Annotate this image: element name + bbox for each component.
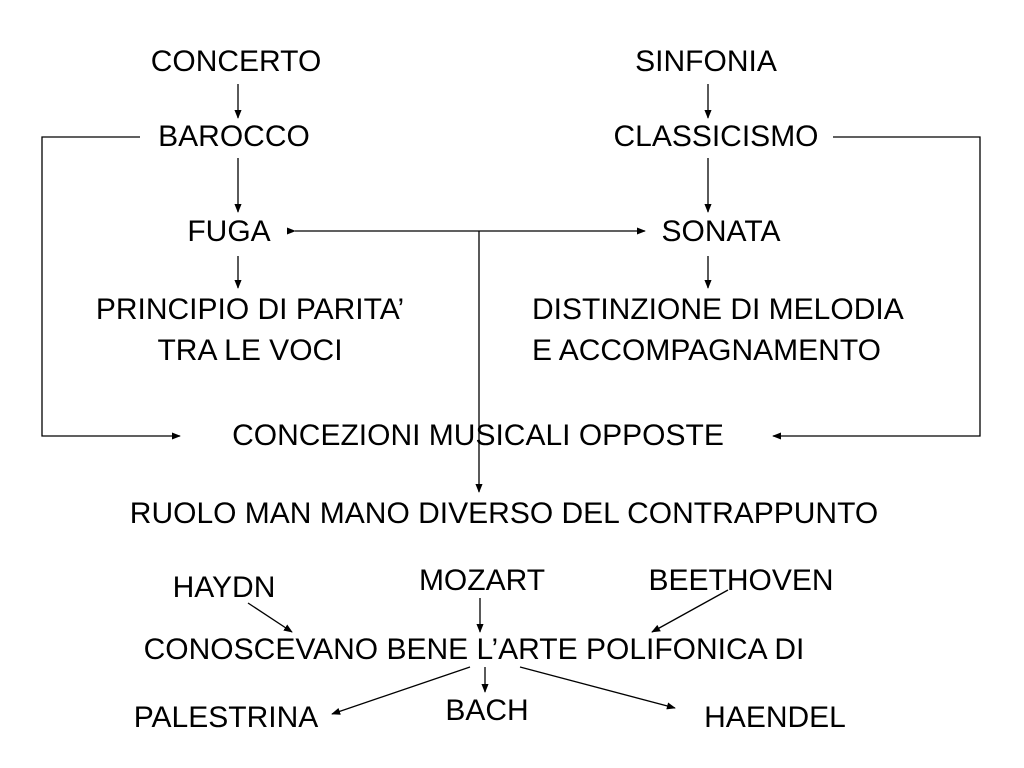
- node-mozart: MOZART: [418, 564, 546, 597]
- node-sinfonia: SINFONIA: [635, 45, 777, 78]
- node-concerto: CONCERTO: [150, 45, 322, 78]
- node-classicismo: CLASSICISMO: [613, 120, 819, 153]
- node-haydn: HAYDN: [172, 571, 276, 604]
- arrow-haydn-conoscevano: [247, 602, 293, 633]
- node-principio-line1: PRINCIPIO DI PARITA’: [95, 293, 405, 326]
- node-concezioni: CONCEZIONI MUSICALI OPPOSTE: [232, 419, 724, 452]
- node-beethoven: BEETHOVEN: [648, 564, 834, 597]
- node-principio-line2: TRA LE VOCI: [157, 334, 343, 367]
- arrow-conoscevano-haendel: [519, 666, 676, 710]
- node-barocco: BAROCCO: [158, 120, 310, 153]
- bracket-classicismo-concezioni: [772, 136, 981, 440]
- bracket-barocco-concezioni: [41, 136, 181, 440]
- arrow-conoscevano-palestrina: [331, 666, 471, 715]
- node-conoscevano: CONOSCEVANO BENE L’ARTE POLIFONICA DI: [143, 633, 805, 666]
- node-ruolo: RUOLO MAN MANO DIVERSO DEL CONTRAPPUNTO: [129, 497, 879, 530]
- node-palestrina: PALESTRINA: [133, 701, 319, 734]
- node-distinzione-line1: DISTINZIONE DI MELODIA: [532, 293, 904, 326]
- node-fuga: FUGA: [187, 215, 271, 248]
- node-bach: BACH: [445, 694, 529, 727]
- node-haendel: HAENDEL: [704, 701, 846, 734]
- node-distinzione-line2: E ACCOMPAGNAMENTO: [532, 334, 881, 367]
- arrow-beethoven-conoscevano: [651, 589, 729, 633]
- node-sonata: SONATA: [661, 215, 781, 248]
